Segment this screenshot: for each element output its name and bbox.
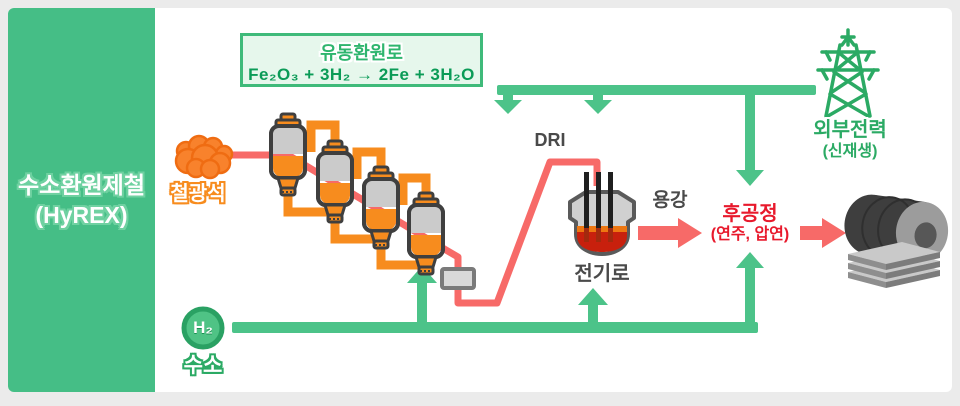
- external-power-label: 외부전력: [813, 119, 887, 141]
- power-tower-icon: [816, 28, 880, 118]
- steel-coil-icon: [844, 194, 949, 288]
- down-arrow-icon: [584, 88, 612, 114]
- external-power-detail-label: (신재생): [822, 143, 878, 160]
- molten-steel-label: 용강: [652, 190, 688, 211]
- up-arrow-icon: [736, 252, 764, 333]
- reduction-box: 유동환원로 Fe₂O₃ + 3H₂ → 2Fe + 3H₂O: [240, 33, 483, 87]
- product-arrow-icon: [800, 218, 846, 248]
- down-arrow-icon: [494, 88, 522, 114]
- iron-ore-label: 철광석: [170, 183, 226, 205]
- up-arrow-icon: [407, 266, 437, 333]
- h2-symbol-label: H₂: [193, 318, 213, 337]
- valve-icon: [440, 267, 476, 290]
- sidebar-title-line1: 수소환원제철: [18, 172, 145, 198]
- sidebar-title-line2: (HyREX): [35, 202, 128, 228]
- iron-ore-icon: [174, 134, 234, 180]
- sidebar: 수소환원제철 (HyREX): [8, 8, 155, 392]
- reduction-box-title: 유동환원로: [320, 43, 403, 63]
- hydrogen-label: 수소: [183, 354, 223, 377]
- post-process-label: 후공정: [722, 203, 778, 225]
- molten-steel-arrow-icon: [638, 218, 702, 248]
- reduction-equation: Fe₂O₃ + 3H₂ → 2Fe + 3H₂O: [248, 65, 475, 84]
- h2-supply-line: [232, 252, 764, 333]
- electric-furnace-icon: [568, 172, 636, 256]
- dri-label: DRI: [534, 130, 566, 150]
- up-arrow-icon: [578, 288, 608, 333]
- electric-furnace-label: 전기로: [574, 263, 630, 285]
- down-arrow-icon: [736, 88, 764, 186]
- post-process-detail-label: (연주, 압연): [710, 226, 790, 243]
- power-supply-line: [494, 85, 816, 186]
- h2-badge-icon: [181, 306, 225, 350]
